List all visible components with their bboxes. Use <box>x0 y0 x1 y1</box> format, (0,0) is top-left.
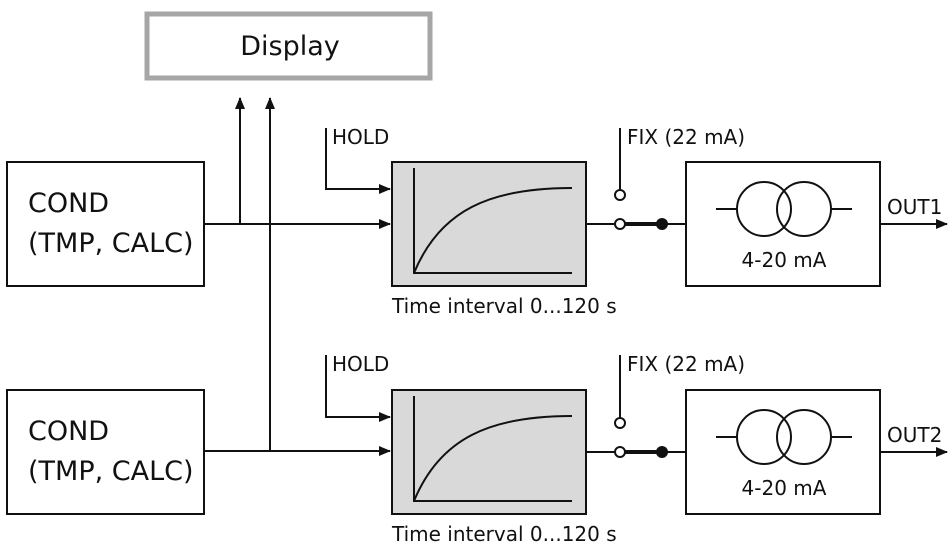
output-label-1: OUT1 <box>887 195 942 219</box>
source-label-1: COND <box>28 188 109 219</box>
filter-curve-1 <box>413 168 573 274</box>
channel-1: COND (TMP, CALC) HOLD Time interval 0...… <box>6 125 948 318</box>
transformer-coil-a-2 <box>736 409 792 465</box>
channel-2: COND (TMP, CALC) HOLD Time interval 0...… <box>6 352 948 546</box>
fix-label-1: FIX (22 mA) <box>627 125 745 149</box>
source-sublabel-2: (TMP, CALC) <box>28 456 194 487</box>
filter-caption-2: Time interval 0...120 s <box>391 522 617 546</box>
hold-label-1: HOLD <box>332 125 389 149</box>
converter-box-2 <box>685 389 881 515</box>
hold-line-2 <box>325 355 391 422</box>
display-box <box>144 11 433 81</box>
switch-contact-1 <box>614 218 626 230</box>
fix-contact-2 <box>614 417 626 429</box>
hold-line-1 <box>325 128 391 194</box>
display-label: Display <box>240 31 340 62</box>
fix-contact-1 <box>614 189 626 201</box>
filter-curve-2 <box>413 396 573 502</box>
source-box-1 <box>6 161 205 287</box>
converter-label-2: 4-20 mA <box>742 476 827 500</box>
fix-label-2: FIX (22 mA) <box>627 352 745 376</box>
transformer-coil-a-1 <box>736 181 792 237</box>
converter-label-1: 4-20 mA <box>742 248 827 272</box>
filter-caption-1: Time interval 0...120 s <box>391 294 617 318</box>
source-sublabel-1: (TMP, CALC) <box>28 228 194 259</box>
converter-box-1 <box>685 161 881 287</box>
source-label-2: COND <box>28 416 109 447</box>
filter-box-2 <box>391 389 587 515</box>
hold-label-2: HOLD <box>332 352 389 376</box>
switch-contact-2 <box>614 446 626 458</box>
display-block: Display <box>144 11 433 81</box>
output-label-2: OUT2 <box>887 423 942 447</box>
filter-box-1 <box>391 161 587 287</box>
source-box-2 <box>6 389 205 515</box>
